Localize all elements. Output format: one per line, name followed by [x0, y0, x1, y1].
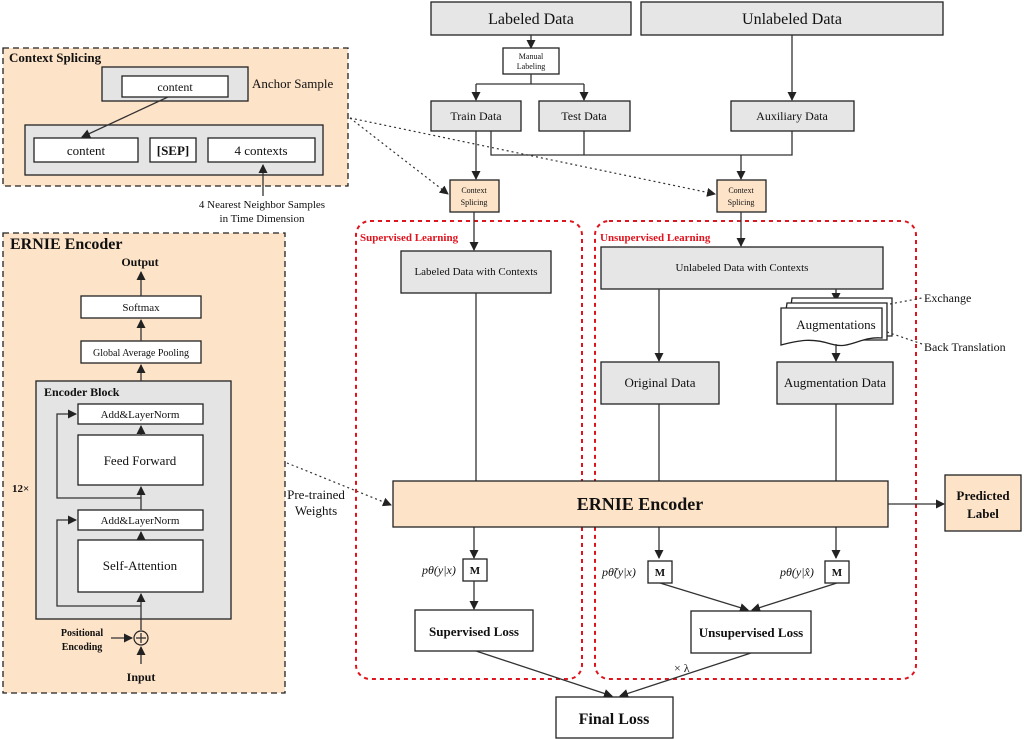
ernie-encoder-panel: ERNIE Encoder Output Softmax Global Aver… — [2, 232, 286, 694]
repeat-label: 12× — [12, 483, 29, 495]
add-norm-top: Add&LayerNorm — [101, 409, 180, 421]
context-splicing-title: Context Splicing — [9, 50, 102, 65]
positional-encoding-1: Positional — [61, 628, 103, 639]
sep-token: [SEP] — [157, 143, 190, 158]
anchor-sample-label: Anchor Sample — [252, 76, 333, 91]
unlabeled-data-box: Unlabeled Data — [742, 11, 842, 28]
softmax-label: Softmax — [122, 302, 160, 314]
sup-prob: pθ(y|x) — [421, 563, 456, 577]
context-splicing-panel: Context Splicing content Anchor Sample c… — [2, 47, 349, 196]
unsupervised-loss: Unsupervised Loss — [699, 625, 803, 640]
test-data-box: Test Data — [561, 109, 607, 123]
add-norm-bottom: Add&LayerNorm — [101, 515, 180, 527]
ernie-panel-title: ERNIE Encoder — [10, 236, 122, 253]
augmentation-data-box: Augmentation Data — [784, 375, 886, 390]
unsup-prob-aug: pθ(y|x̂) — [779, 565, 814, 579]
pretrained-weights-1: Pre-trained — [287, 487, 345, 502]
unsupervised-title: Unsupervised Learning — [600, 232, 711, 244]
train-data-box: Train Data — [450, 109, 502, 123]
supervised-loss: Supervised Loss — [429, 624, 519, 639]
unsup-prob-orig: pθ̃(y|x) — [601, 565, 636, 579]
unsup-m-aug: M — [832, 567, 843, 579]
unsupervised-region — [594, 220, 917, 680]
context-splicing-sup-2: Splicing — [461, 198, 488, 207]
context-splicing-unsup-2: Splicing — [728, 198, 755, 207]
contexts-label: 4 contexts — [234, 143, 287, 158]
supervised-title: Supervised Learning — [360, 232, 459, 244]
labeled-data-box: Labeled Data — [488, 11, 574, 28]
sup-m: M — [470, 565, 481, 577]
predicted-label-1: Predicted — [956, 488, 1010, 503]
context-splicing-unsup-1: Context — [728, 186, 754, 195]
supervised-region — [355, 220, 583, 680]
exchange-label: Exchange — [924, 291, 971, 305]
output-label: Output — [121, 255, 158, 269]
neighbor-samples-note-1: 4 Nearest Neighbor Samples — [199, 199, 325, 211]
unlabeled-with-contexts: Unlabeled Data with Contexts — [676, 262, 809, 274]
content-label: content — [67, 143, 106, 158]
anchor-content-label: content — [157, 80, 193, 94]
lambda-label: × λ — [674, 661, 690, 675]
labeled-with-contexts: Labeled Data with Contexts — [414, 266, 537, 278]
predicted-label-2: Label — [967, 506, 999, 521]
gap-label: Global Average Pooling — [93, 348, 189, 359]
neighbor-samples-note-2: in Time Dimension — [220, 213, 305, 225]
original-data-box: Original Data — [624, 375, 695, 390]
manual-labeling-2: Labeling — [517, 62, 545, 71]
ernie-encoder-box: ERNIE Encoder — [577, 494, 704, 514]
pretrained-weights-2: Weights — [295, 503, 337, 518]
augmentations-doc: Augmentations — [796, 317, 875, 332]
input-label: Input — [127, 670, 156, 684]
self-attention-label: Self-Attention — [103, 558, 178, 573]
back-translation-label: Back Translation — [924, 340, 1006, 354]
context-splicing-sup-1: Context — [461, 186, 487, 195]
positional-encoding-2: Encoding — [62, 642, 103, 653]
feed-forward-label: Feed Forward — [104, 453, 177, 468]
auxiliary-data-box: Auxiliary Data — [756, 109, 828, 123]
final-loss: Final Loss — [579, 711, 650, 728]
unsup-m-orig: M — [655, 567, 666, 579]
manual-labeling-1: Manual — [519, 52, 544, 61]
encoder-block-title: Encoder Block — [44, 385, 120, 399]
